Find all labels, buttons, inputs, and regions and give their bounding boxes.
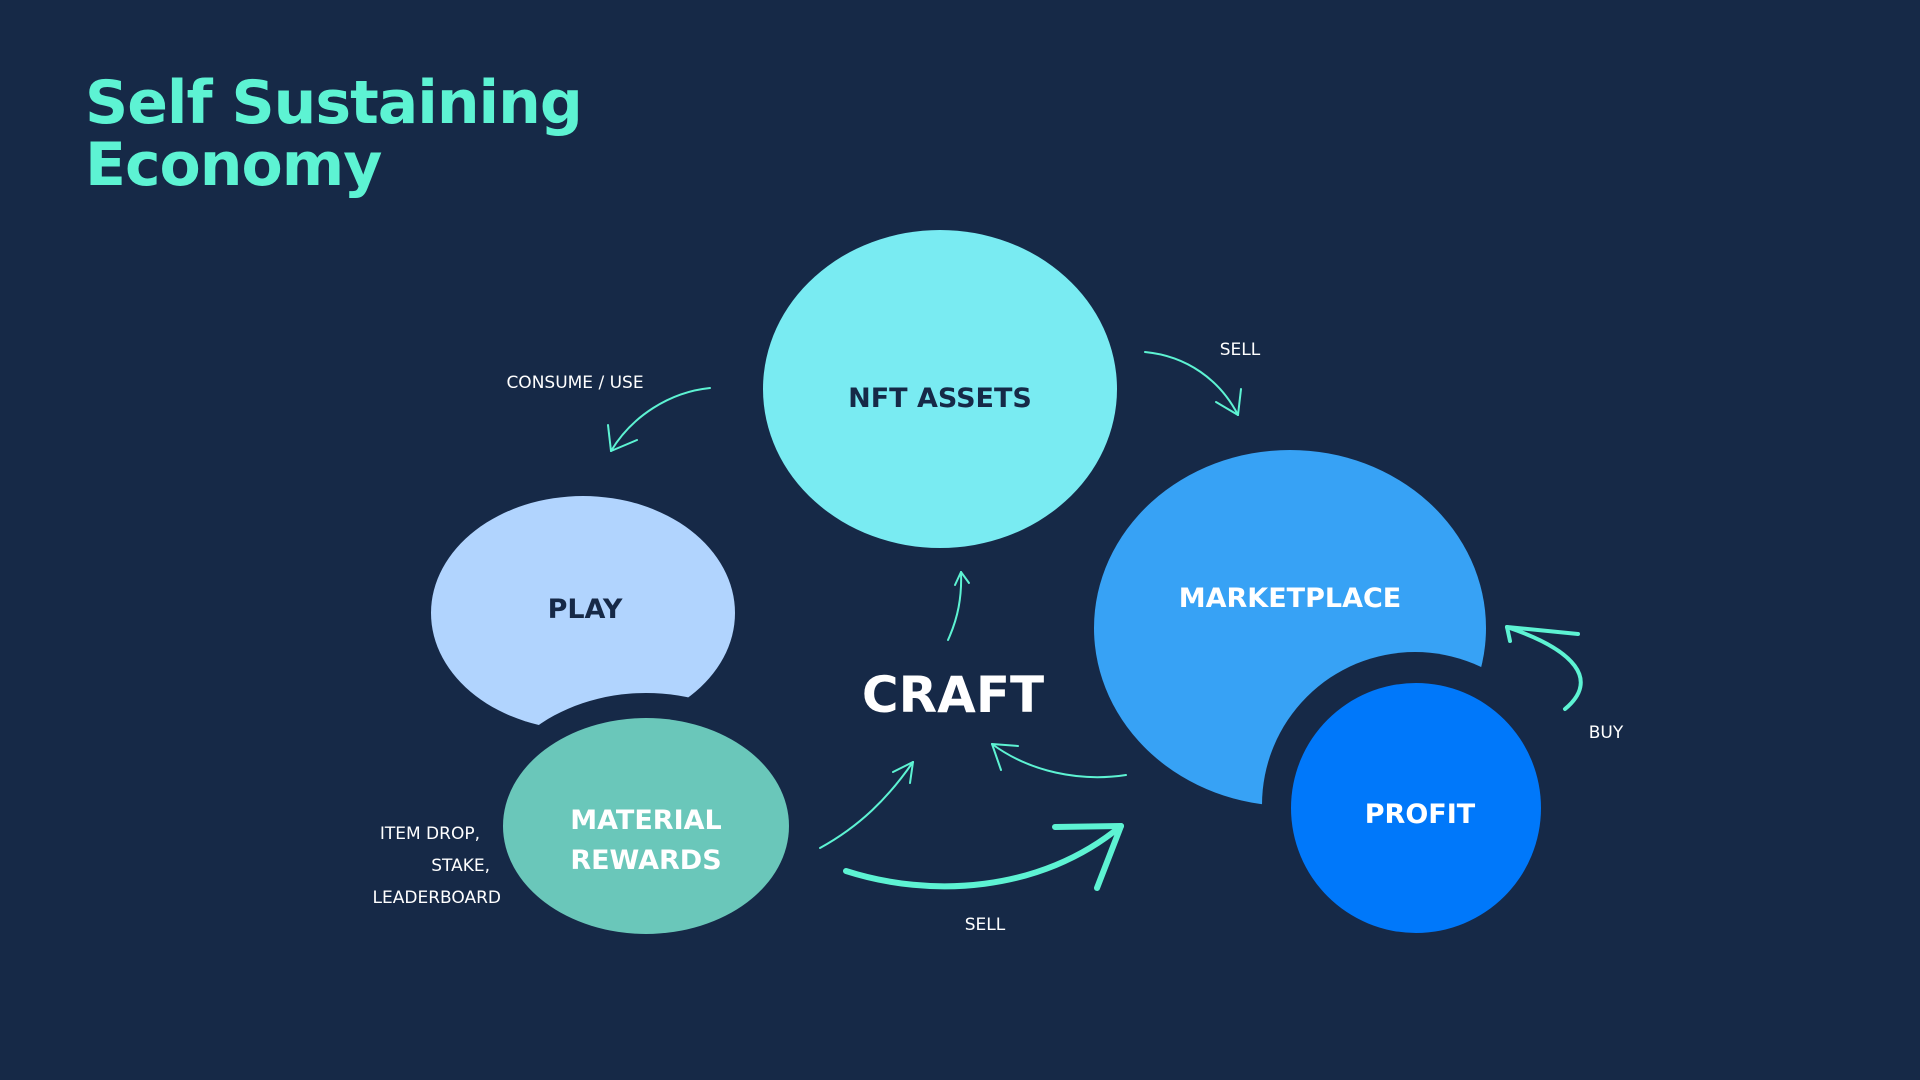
arrow-rewards-to-marketplace <box>843 823 1124 891</box>
arrow-nft-to-marketplace <box>1144 351 1242 416</box>
node-craft-label: CRAFT <box>862 666 1044 724</box>
node-nft-assets <box>763 230 1117 548</box>
node-material-rewards-label-1: MATERIAL <box>570 805 721 836</box>
label-leaderboard: LEADERBOARD <box>373 888 501 908</box>
arrow-marketplace-to-craft <box>991 743 1127 779</box>
node-play-label: PLAY <box>548 594 623 625</box>
node-profit <box>1291 683 1541 933</box>
title-line-1: Self Sustaining <box>85 68 583 138</box>
label-sell-bottom: SELL <box>965 915 1006 935</box>
node-play <box>431 496 735 730</box>
arrow-nft-to-play <box>607 387 711 452</box>
arrow-rewards-to-craft <box>819 761 914 849</box>
label-buy: BUY <box>1589 723 1624 743</box>
label-consume-use: CONSUME / USE <box>506 373 643 393</box>
node-material-rewards-label-2: REWARDS <box>570 845 721 876</box>
arrow-craft-to-nft <box>947 571 970 641</box>
label-item-drop: ITEM DROP, <box>380 824 480 844</box>
label-stake: STAKE, <box>431 856 490 876</box>
node-marketplace-label: MARKETPLACE <box>1179 583 1402 614</box>
page-title: Self Sustaining Economy <box>85 68 583 200</box>
title-line-2: Economy <box>85 130 382 200</box>
arrow-profit-to-marketplace <box>1505 625 1583 711</box>
node-nft-assets-label: NFT ASSETS <box>848 383 1032 414</box>
node-material-rewards <box>503 718 789 934</box>
node-profit-label: PROFIT <box>1365 799 1476 830</box>
label-sell-top: SELL <box>1220 340 1261 360</box>
